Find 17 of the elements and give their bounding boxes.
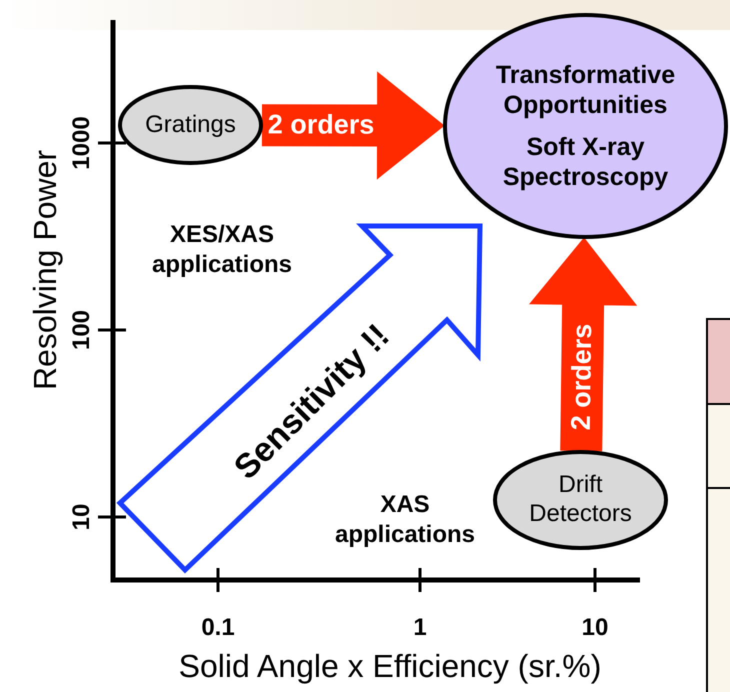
tick-label: 1 bbox=[413, 613, 427, 643]
node-text: Gratings bbox=[145, 110, 236, 140]
region-label: XES/XAS applications bbox=[150, 220, 294, 280]
tick-label: 100 bbox=[67, 310, 96, 350]
node-text: Drift Detectors bbox=[528, 471, 633, 529]
goal-ellipse bbox=[443, 13, 728, 239]
tick-label: 1000 bbox=[67, 116, 96, 170]
component-ellipse bbox=[118, 85, 263, 165]
node-text: Soft X-ray Spectroscopy bbox=[502, 132, 670, 192]
region-label: XAS applications bbox=[334, 490, 476, 550]
tick-label: 10 bbox=[582, 613, 608, 643]
axis-title: Solid Angle x Efficiency (sr.%) bbox=[178, 647, 602, 686]
tick-label: 0.1 bbox=[201, 613, 235, 643]
component-ellipse bbox=[493, 450, 668, 550]
axis-title: Resolving Power bbox=[26, 150, 64, 390]
tick-label: 10 bbox=[67, 504, 96, 530]
node-heading: Transformative Opportunities bbox=[494, 60, 676, 120]
